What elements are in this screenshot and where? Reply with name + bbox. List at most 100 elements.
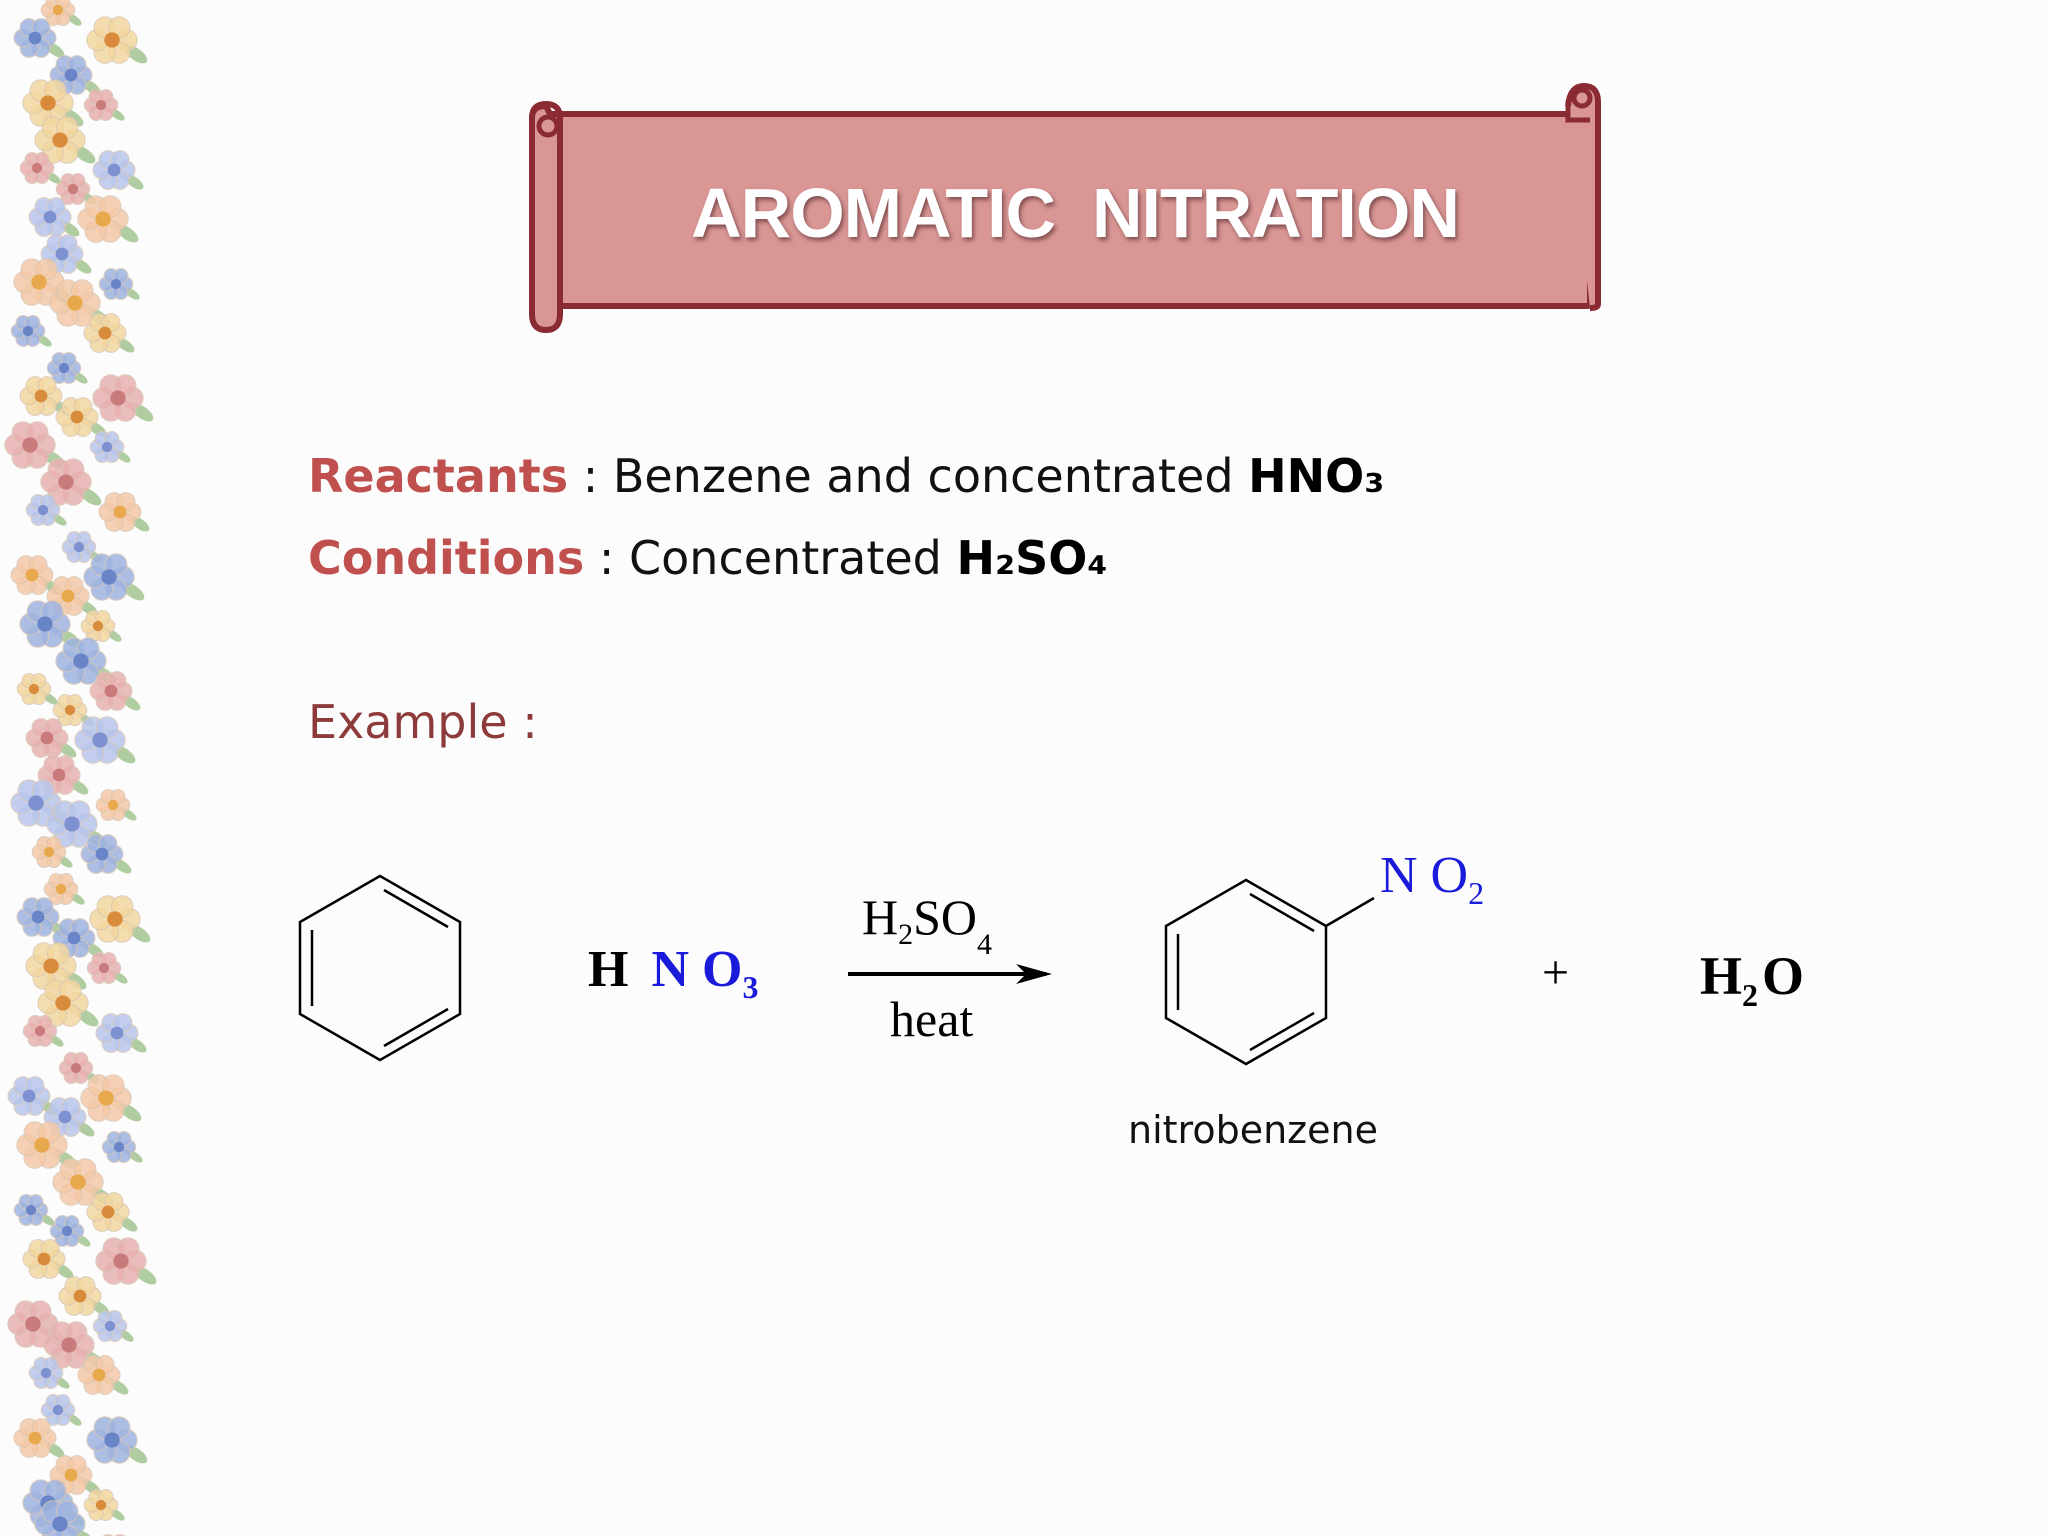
flower-icon — [86, 951, 128, 985]
flower-icon — [83, 553, 145, 601]
flower-icon — [98, 492, 150, 532]
scroll-banner-icon — [529, 82, 1601, 334]
flower-icon — [58, 1051, 100, 1085]
flower-icon — [16, 1121, 78, 1169]
example-label: Example : — [308, 695, 538, 749]
floral-border — [4, 0, 157, 1536]
product-subscript: 2 — [1468, 875, 1484, 911]
flower-icon — [37, 979, 99, 1027]
flower-icon — [89, 671, 141, 711]
flower-icon — [58, 1276, 110, 1316]
arrow-catalyst-h: H — [862, 889, 898, 945]
flower-icon — [22, 1239, 74, 1279]
flower-icon — [83, 1488, 125, 1522]
flower-icon — [83, 88, 125, 122]
flower-icon — [13, 258, 75, 306]
flower-icon — [74, 716, 136, 764]
conditions-formula: H₂SO₄ — [956, 531, 1108, 585]
reaction-arrow-icon — [848, 964, 1052, 984]
flower-icon — [13, 1418, 65, 1458]
flower-icon — [22, 1014, 64, 1048]
nitrobenzene-structure — [1164, 878, 1375, 1066]
conditions-line: Conditions : Concentrated H₂SO₄ — [308, 528, 1108, 588]
conditions-separator: : — [584, 531, 630, 585]
flower-icon — [83, 313, 135, 353]
flower-icon — [52, 1158, 114, 1206]
reactants-separator: : — [568, 449, 613, 503]
flower-icon — [49, 1214, 91, 1248]
flower-icon — [92, 150, 144, 190]
flower-icon — [40, 458, 102, 506]
product-no: N O — [1380, 847, 1468, 904]
product-name: nitrobenzene — [1128, 1108, 1378, 1152]
flower-icon — [80, 609, 122, 643]
flower-icon — [31, 835, 73, 869]
flower-icon — [13, 18, 65, 58]
flower-icon — [16, 897, 68, 937]
flower-icon — [4, 421, 66, 469]
flower-icon — [77, 1355, 129, 1395]
flower-icon — [55, 637, 117, 685]
flower-icon — [55, 172, 97, 206]
flower-icon — [98, 267, 140, 301]
benzene-structure — [298, 874, 462, 1062]
flower-icon — [46, 576, 98, 616]
reactants-label: Reactants — [308, 449, 569, 503]
flower-icon — [28, 197, 80, 237]
flower-icon — [55, 397, 107, 437]
flower-icon — [16, 672, 58, 706]
flower-icon — [25, 493, 67, 527]
flower-icon — [86, 16, 148, 64]
slide-title: AROMATIC NITRATION — [691, 174, 1460, 252]
flower-icon — [95, 1237, 157, 1285]
reagent-subscript: 3 — [742, 969, 758, 1005]
reactants-text: Benzene and concentrated — [612, 449, 1249, 503]
flower-icon — [13, 1193, 55, 1227]
svg-text:N O2: N O2 — [1380, 847, 1484, 911]
flower-icon — [10, 314, 52, 348]
nitration-reaction-scheme: H N O3 H2SO4 heat N O2 + H2O — [298, 847, 1804, 1066]
flower-icon — [19, 376, 71, 416]
flower-icon — [61, 530, 103, 564]
water-h: H — [1700, 946, 1742, 1006]
reagent-h: H — [588, 941, 628, 998]
flower-icon — [92, 374, 154, 422]
flower-icon — [95, 1013, 147, 1053]
flower-icon — [86, 1416, 148, 1464]
flower-icon — [40, 0, 82, 27]
flower-icon — [46, 351, 88, 385]
flower-icon — [77, 195, 139, 243]
flower-icon — [89, 430, 131, 464]
svg-text:H2O: H2O — [1700, 946, 1804, 1013]
flower-icon — [34, 1500, 96, 1536]
flower-icon — [19, 600, 81, 648]
arrow-catalyst-sub1: 2 — [898, 918, 913, 951]
flower-icon — [95, 788, 137, 822]
flower-icon — [49, 55, 101, 95]
flower-icon — [86, 1192, 138, 1232]
flower-icon — [28, 1356, 70, 1390]
flower-icon — [80, 834, 132, 874]
conditions-text: Concentrated — [629, 531, 957, 585]
flower-icon — [89, 895, 151, 943]
svg-text:H2SO4: H2SO4 — [862, 889, 992, 961]
flower-icon — [49, 279, 111, 327]
flower-icon — [92, 1309, 134, 1343]
svg-text:H N O3: H N O3 — [588, 941, 758, 1005]
flower-icon — [19, 151, 61, 185]
plus-sign: + — [1542, 946, 1569, 999]
flower-icon — [25, 718, 77, 758]
flower-icon — [80, 1074, 142, 1122]
flower-icon — [34, 116, 96, 164]
flower-icon — [101, 1130, 143, 1164]
flower-icon — [10, 555, 62, 595]
reagent-no: N O — [651, 941, 742, 998]
flower-icon — [40, 1393, 82, 1427]
arrow-condition-heat: heat — [890, 991, 973, 1047]
conditions-label: Conditions — [308, 531, 585, 585]
reactants-line: Reactants : Benzene and concentrated HNO… — [308, 446, 1384, 506]
arrow-catalyst-so: SO — [913, 889, 977, 945]
flower-icon — [43, 872, 85, 906]
flower-icon — [7, 1300, 69, 1348]
